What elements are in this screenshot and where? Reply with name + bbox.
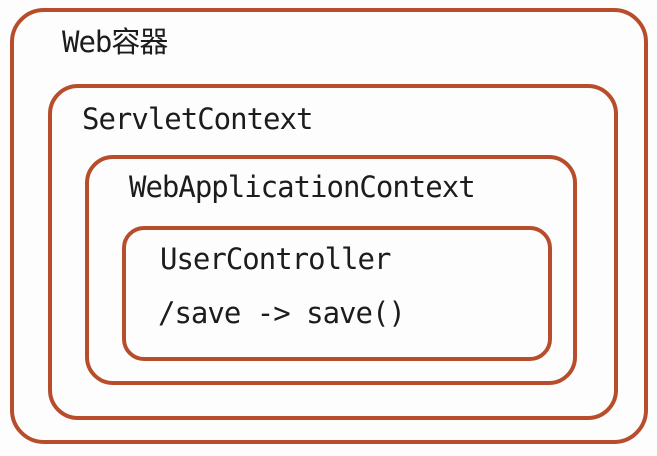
save-mapping-label: /save -> save() [158, 296, 406, 330]
user-controller-box: UserController /save -> save() [122, 226, 552, 361]
web-application-context-label: WebApplicationContext [129, 170, 476, 204]
web-container-box: Web容器 ServletContext WebApplicationConte… [10, 8, 648, 444]
servlet-context-label: ServletContext [82, 102, 313, 136]
servlet-context-box: ServletContext WebApplicationContext Use… [48, 84, 618, 420]
user-controller-label: UserController [160, 242, 391, 276]
web-container-label: Web容器 [62, 25, 168, 59]
web-application-context-box: WebApplicationContext UserController /sa… [85, 155, 577, 385]
